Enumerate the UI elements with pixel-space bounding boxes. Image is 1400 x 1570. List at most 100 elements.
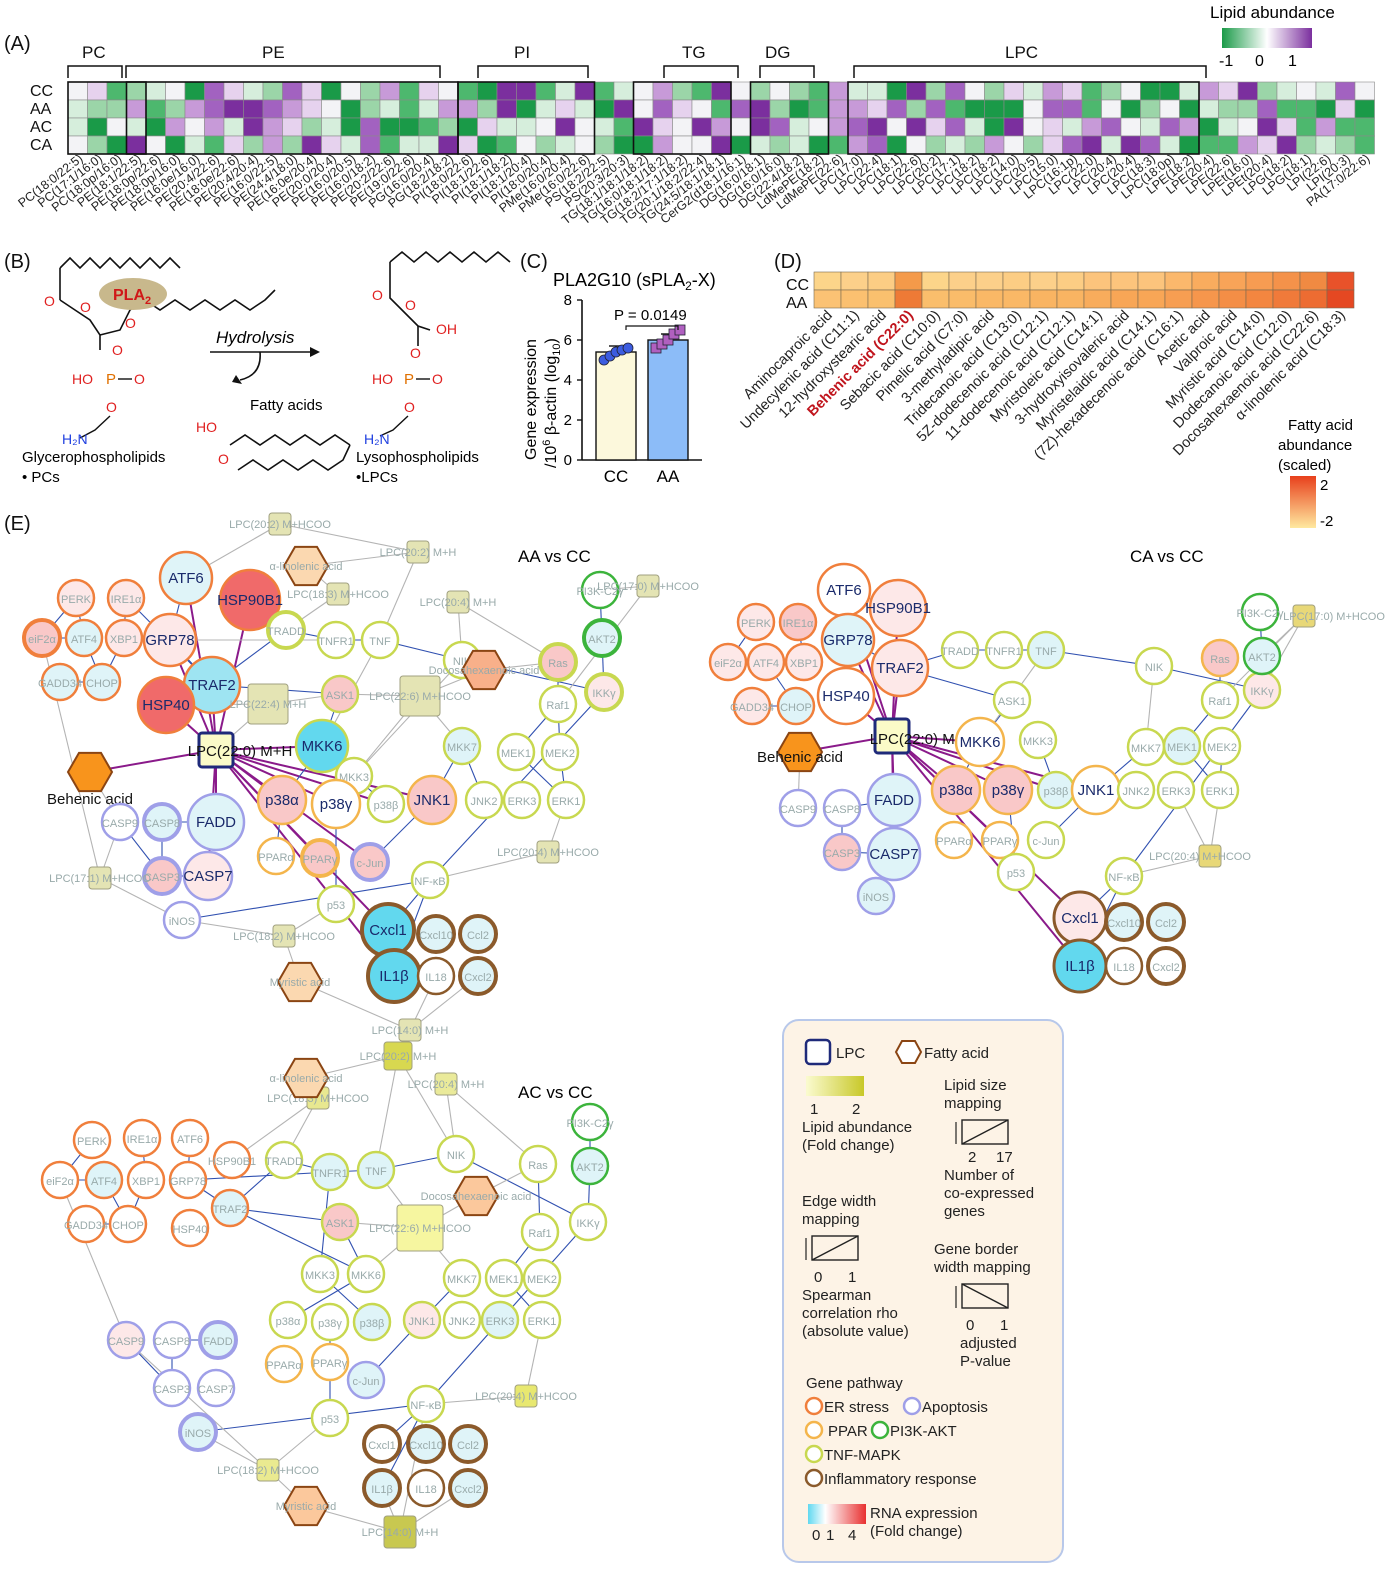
heatmap-cell	[340, 81, 361, 101]
heatmap-cell	[984, 99, 1005, 119]
heatmap-cell	[262, 117, 283, 137]
heatmap-cell	[1296, 81, 1317, 101]
group-label-lpc: LPC	[1005, 43, 1038, 62]
gene-node-label: Cxcl10	[1107, 918, 1141, 930]
gene-node-label: PPARα	[266, 1360, 302, 1372]
gene-node	[522, 1258, 562, 1298]
gene-node	[142, 802, 182, 842]
network-title-ca: CA vs CC	[1130, 547, 1204, 566]
heatmap-cell	[145, 99, 166, 119]
gene-node	[448, 1468, 488, 1508]
gene-node	[356, 1150, 396, 1190]
heatmap-cell	[1296, 117, 1317, 137]
gene-node-label: GRP78	[170, 1176, 206, 1188]
gene-node-label: ATF4	[91, 1176, 117, 1188]
gene-node	[458, 914, 498, 954]
gene-node	[1200, 680, 1240, 720]
heatmap-cell	[555, 117, 576, 137]
lipid-colorbar-tick: 1	[1288, 53, 1297, 70]
row-label-aa: AA	[786, 295, 808, 312]
heatmap-cell	[126, 81, 147, 101]
heatmap-cell	[1062, 99, 1083, 119]
gene-node-label: p38β	[360, 1318, 385, 1330]
gene-node-label: eiF2α	[714, 658, 742, 670]
lpc-node-label: LPC(14:0) M+H	[362, 1527, 439, 1539]
lpc-node-label: LPC(18:3) M+HCOO	[287, 589, 389, 601]
gene-node-label: c-Jun	[1033, 836, 1060, 848]
gene-node-label: TNFR1	[986, 646, 1021, 658]
heatmap-cell	[1159, 99, 1180, 119]
heatmap-cell	[1159, 135, 1180, 155]
gene-node	[178, 1412, 218, 1452]
fatty-acid-node	[452, 1175, 500, 1217]
gene-node	[1018, 720, 1058, 760]
gene-node	[1162, 726, 1202, 766]
gene-node-label: ASK1	[326, 1218, 354, 1230]
gene-node	[1202, 726, 1242, 766]
gene-node-label: p38α	[276, 1316, 301, 1328]
y-axis-label-2: /106 β-actin (log10)	[541, 338, 563, 468]
lpc-node	[536, 840, 560, 864]
gene-node	[122, 1118, 162, 1158]
gene-node-label: CASP8	[824, 804, 860, 816]
gene-node-label: PI3K-C2γ	[576, 586, 624, 598]
fatty-acid-node-label: Behenic acid	[47, 791, 133, 808]
gene-node	[106, 578, 146, 618]
gene-node-label: XBP1	[110, 634, 138, 646]
lpc-node-label: LPC(17:0) M+HCOO	[1283, 611, 1385, 623]
heatmap-cell	[886, 117, 907, 137]
lpc-node	[1292, 604, 1316, 628]
heatmap-cell	[886, 135, 907, 155]
heatmap-cell	[165, 135, 186, 155]
group-label-tg: TG	[682, 43, 706, 62]
gene-node	[518, 1144, 558, 1184]
hydrolysis-label: Hydrolysis	[216, 328, 295, 347]
gene-node	[1200, 770, 1240, 810]
heatmap-cell	[1042, 117, 1063, 137]
heatmap-cell	[594, 117, 615, 137]
heatmap-cell	[321, 81, 342, 101]
gene-node	[570, 1146, 610, 1186]
heatmap-cell	[925, 99, 946, 119]
fatty-acid-node-label: Docosahexaenoic acid	[421, 1191, 532, 1203]
lipid-colorbar-title: Lipid abundance	[1210, 3, 1335, 22]
heatmap-cell	[867, 271, 896, 291]
gene-node	[366, 784, 406, 824]
gene-node-label: MKK6	[351, 1270, 381, 1282]
legend-size-desc: co-expressed	[944, 1185, 1034, 1202]
heatmap-cell	[984, 117, 1005, 137]
heatmap-cell	[282, 117, 303, 137]
fatty-acid-tick: 12-hydroxystearic acid	[776, 308, 890, 422]
heatmap-cell	[1354, 81, 1375, 101]
heatmap-cell	[750, 117, 771, 137]
heatmap-cell	[399, 81, 420, 101]
gene-node	[448, 1424, 488, 1464]
gene-node-label: MEK1	[1167, 742, 1197, 754]
heatmap-cell	[1081, 117, 1102, 137]
heatmap-cell	[1257, 81, 1278, 101]
gene-node	[1146, 946, 1186, 986]
heatmap-cell	[321, 135, 342, 155]
legend-edge-title: Edge width	[802, 1193, 876, 1210]
gene-node	[212, 1140, 252, 1180]
gene-node-label: IRE1α	[127, 1134, 158, 1146]
heatmap-cell	[1218, 271, 1247, 291]
legend-tick: 1	[826, 1527, 834, 1544]
heatmap-cell	[301, 117, 322, 137]
gene-node	[822, 788, 862, 828]
gene-node	[778, 602, 818, 642]
gene-node	[196, 1368, 236, 1408]
lysophospholipids-label: Lysophospholipids	[356, 449, 479, 466]
row-label-cc: CC	[30, 83, 53, 100]
gene-node-label: IL1β	[371, 1484, 393, 1496]
fa-colorbar-title: abundance	[1278, 437, 1352, 454]
fatty-acid-node-label: α-linolenic acid	[269, 561, 342, 573]
gene-node-label: MKK6	[302, 738, 343, 755]
lpc-node-label: LPC(18:2) M+HCOO	[217, 1465, 319, 1477]
fatty-acid-node	[282, 545, 330, 587]
gene-node	[126, 1160, 166, 1200]
gene-node-label: IL18	[425, 972, 446, 984]
fatty-acid-node	[776, 731, 824, 773]
glycerophospholipids-label: Glycerophospholipids	[22, 449, 165, 466]
